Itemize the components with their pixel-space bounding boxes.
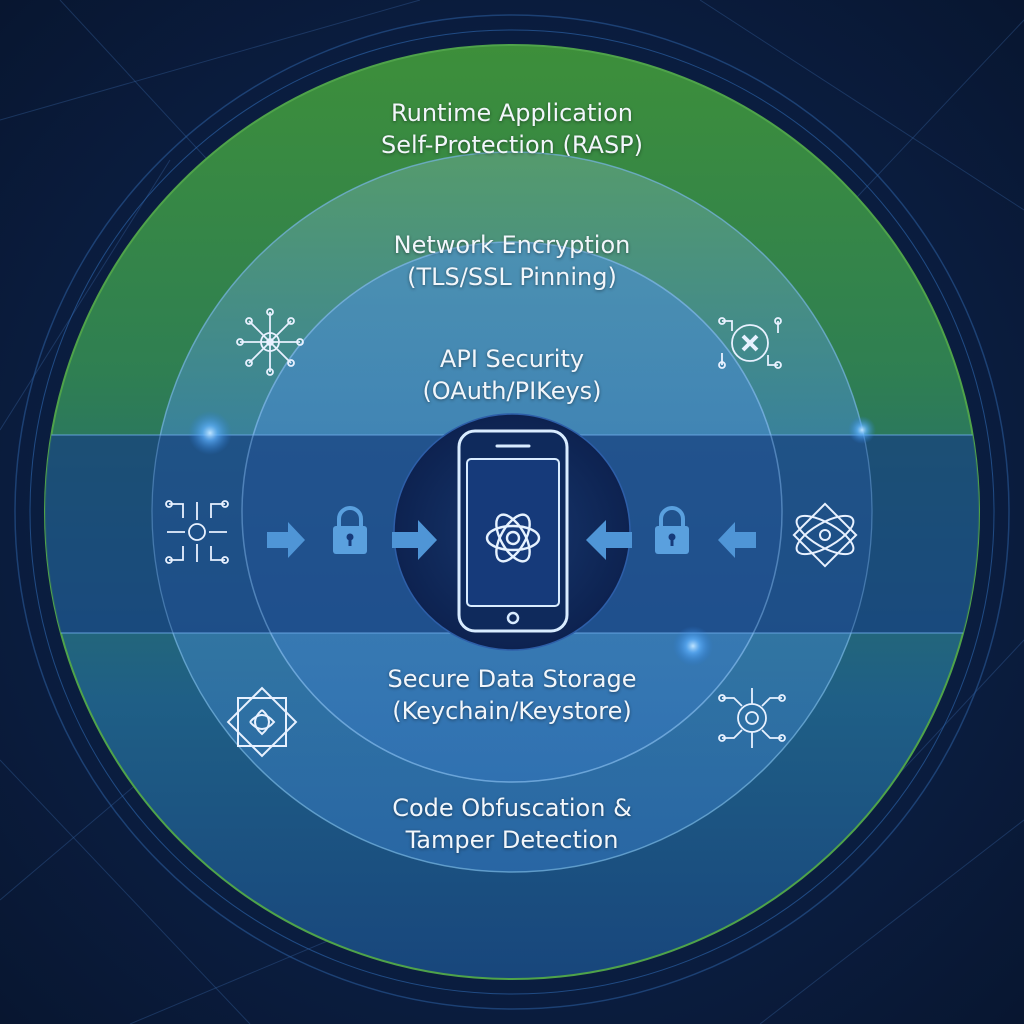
glow-point	[673, 626, 713, 666]
circuit-binary-icon	[718, 317, 782, 369]
flower-knot-icon	[226, 686, 298, 758]
arrow-icon	[267, 522, 305, 558]
network-ring-outline	[151, 151, 873, 873]
orbit-diamond-icon	[792, 502, 858, 568]
glow-point	[188, 411, 232, 455]
layer-label-line: Code Obfuscation &	[392, 794, 632, 822]
api-ring-outline	[241, 241, 783, 783]
layer-label-storage: Secure Data Storage (Keychain/Keystore)	[262, 663, 762, 727]
layer-label-line: Runtime Application	[391, 99, 633, 127]
layer-label-line: API Security	[439, 345, 585, 373]
layer-label-line: (Keychain/Keystore)	[392, 697, 632, 725]
neural-knot-icon	[485, 513, 541, 563]
outer-thin-ring	[14, 14, 1010, 1010]
layer-label-line: Secure Data Storage	[387, 665, 637, 693]
layer-label-line: (OAuth/PIKeys)	[422, 377, 602, 405]
layer-label-line: (TLS/SSL Pinning)	[407, 263, 617, 291]
arrow-icon	[586, 520, 632, 560]
layer-label-rasp: Runtime Application Self-Protection (RAS…	[262, 97, 762, 161]
layer-label-line: Network Encryption	[393, 231, 631, 259]
padlock-icon	[655, 506, 689, 554]
glow-point	[848, 416, 876, 444]
layer-label-line: Tamper Detection	[405, 826, 619, 854]
layer-label-line: Self-Protection (RASP)	[380, 131, 644, 159]
layer-label-obfuscation: Code Obfuscation & Tamper Detection	[262, 792, 762, 856]
circuit-square-icon	[165, 500, 229, 564]
arrow-icon	[392, 520, 437, 560]
layer-label-network: Network Encryption (TLS/SSL Pinning)	[262, 229, 762, 293]
padlock-icon	[333, 506, 367, 554]
outer-thin-ring-2	[29, 29, 995, 995]
circuit-flower-icon	[236, 308, 304, 376]
layer-label-api: API Security (OAuth/PIKeys)	[262, 343, 762, 407]
circuit-swirl-icon	[718, 688, 786, 748]
arrow-icon	[718, 522, 756, 558]
